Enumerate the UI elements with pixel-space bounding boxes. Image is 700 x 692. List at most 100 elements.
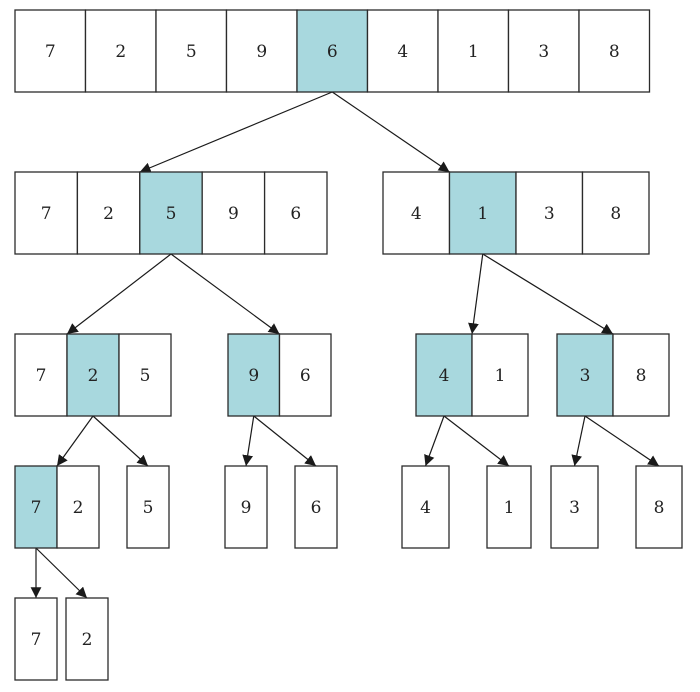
- cell-value: 7: [45, 42, 56, 62]
- edge-a5-to-a12: [443, 415, 510, 467]
- array-a11: 4: [401, 465, 450, 549]
- array-cell: [507, 9, 580, 93]
- edge-a1-to-a4: [170, 253, 280, 335]
- cell-value: 3: [544, 204, 555, 224]
- cell-value: 7: [31, 498, 42, 518]
- cell-value: 9: [228, 204, 239, 224]
- cell-value: 1: [504, 498, 515, 518]
- array-cell: [486, 465, 532, 549]
- array-a15: 7: [14, 597, 58, 681]
- array-a2: 4 1 3 8: [382, 171, 650, 255]
- edge-a0-to-a1: [139, 91, 333, 173]
- cell-value: 3: [580, 366, 591, 386]
- cell-value: 6: [290, 204, 301, 224]
- cell-value: 8: [636, 366, 647, 386]
- array-cell: [14, 171, 79, 255]
- array-cell: [550, 465, 599, 549]
- array-cell: [14, 333, 68, 417]
- cell-value: 9: [241, 498, 252, 518]
- edge-a5-to-a11: [424, 415, 445, 467]
- cell-value: 6: [311, 498, 322, 518]
- cell-value: 5: [186, 42, 197, 62]
- cell-value: 3: [538, 42, 549, 62]
- cell-value: 5: [166, 204, 177, 224]
- edge-a3-to-a7: [56, 415, 94, 467]
- cell-value: 2: [73, 498, 84, 518]
- array-cell: [366, 9, 439, 93]
- edge-a6-to-a14: [584, 415, 660, 467]
- array-cell: [437, 9, 510, 93]
- array-a8: 5: [126, 465, 170, 549]
- cell-value: 7: [41, 204, 52, 224]
- edge-a4-to-a10: [253, 415, 317, 467]
- array-a12: 1: [486, 465, 532, 549]
- array-cell: [56, 465, 100, 549]
- edge-a3-to-a8: [92, 415, 149, 467]
- edge-a6-to-a13: [571, 415, 586, 467]
- array-cell: [294, 465, 338, 549]
- cell-value: 1: [495, 366, 506, 386]
- edge-a1-to-a3: [66, 253, 172, 335]
- array-cell: [401, 465, 450, 549]
- cell-value: 9: [256, 42, 267, 62]
- cell-value: 2: [115, 42, 126, 62]
- array-cell: [14, 9, 87, 93]
- array-cell: [14, 597, 58, 681]
- array-a9: 9: [224, 465, 268, 549]
- array-a10: 6: [294, 465, 338, 549]
- array-a0: 7 2 5 9 6 4 1 3 8: [14, 9, 651, 93]
- array-cell: [65, 597, 109, 681]
- cell-value: 1: [468, 42, 479, 62]
- cell-value: 1: [477, 204, 488, 224]
- array-a16: 2: [65, 597, 109, 681]
- array-cell: [278, 333, 332, 417]
- array-cell: [201, 171, 266, 255]
- pivot-cell: [296, 9, 369, 93]
- pivot-cell: [66, 333, 120, 417]
- pivot-cell: [227, 333, 281, 417]
- pivot-cell: [14, 465, 58, 549]
- cell-value: 5: [140, 366, 151, 386]
- edge-a4-to-a9: [242, 415, 255, 467]
- cell-value: 7: [31, 630, 42, 650]
- cell-value: 8: [610, 204, 621, 224]
- cell-value: 4: [397, 42, 408, 62]
- cell-value: 3: [569, 498, 580, 518]
- cell-value: 6: [300, 366, 311, 386]
- array-cell: [578, 9, 651, 93]
- pivot-cell: [139, 171, 203, 255]
- array-cell: [224, 465, 268, 549]
- cell-value: 7: [36, 366, 47, 386]
- cell-value: 4: [411, 204, 422, 224]
- array-cell: [126, 465, 170, 549]
- edge-a2-to-a6: [482, 253, 614, 335]
- cell-value: 9: [248, 366, 259, 386]
- array-cell: [612, 333, 670, 417]
- array-cell: [84, 9, 157, 93]
- array-cell: [581, 171, 650, 255]
- cell-value: 2: [82, 630, 93, 650]
- edge-a7-to-a16: [35, 547, 88, 599]
- cell-value: 8: [609, 42, 620, 62]
- array-cell: [382, 171, 451, 255]
- array-cell: [263, 171, 328, 255]
- array-cell: [76, 171, 141, 255]
- array-cell: [471, 333, 529, 417]
- array-a14: 8: [635, 465, 683, 549]
- array-a13: 3: [550, 465, 599, 549]
- array-cell: [155, 9, 228, 93]
- pivot-cell: [556, 333, 614, 417]
- cell-value: 6: [327, 42, 338, 62]
- array-cell: [118, 333, 172, 417]
- cell-value: 4: [439, 366, 450, 386]
- edge-a2-to-a5: [468, 253, 484, 335]
- cell-value: 8: [654, 498, 665, 518]
